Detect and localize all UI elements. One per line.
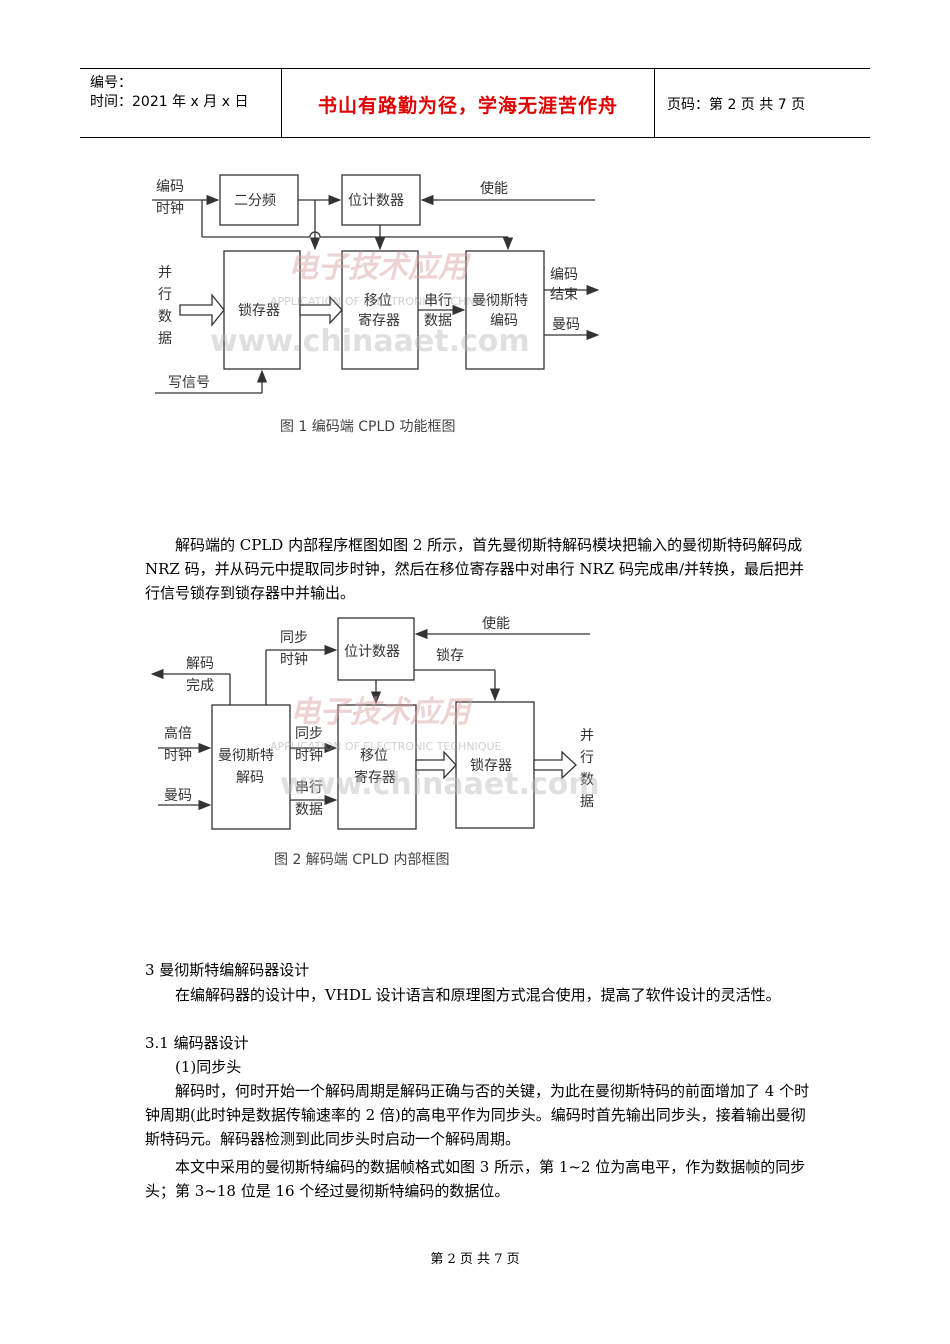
fig2-serial-1: 串行 — [295, 780, 323, 796]
section-title: 3 曼彻斯特编解码器设计 — [145, 961, 310, 979]
fig1-shift-2: 寄存器 — [358, 312, 400, 329]
bit-counter-box — [341, 174, 421, 226]
fig1-divider-label: 二分频 — [234, 193, 276, 209]
figure-2-block-diagram: 同步 时钟 位计数器 使能 解码 完成 锁存 高倍 时钟 曼彻斯特 解码 同步 … — [150, 615, 600, 868]
page-label: 页码：第 2 页 共 7 页 — [667, 97, 806, 113]
watermark-brand-cn: 电子技术应用 — [288, 250, 472, 285]
item-title: (1)同步头 — [175, 1058, 242, 1076]
fig2-latch-signal: 锁存 — [436, 648, 464, 664]
manchester-encoder-box — [465, 250, 545, 370]
paragraph-2: 在编解码器的设计中，VHDL 设计语言和原理图方式混合使用，提高了软件设计的灵活… — [175, 986, 781, 1004]
fig1-parallel-4: 据 — [158, 331, 172, 347]
fig2-out-2: 行 — [580, 750, 594, 766]
fig2-high-clock-1: 高倍 — [164, 725, 192, 742]
fig2-manchester-decoder-box — [211, 704, 291, 830]
fig1-shift-1: 移位 — [364, 293, 392, 309]
fig2-sync-clock-2: 时钟 — [280, 651, 308, 668]
fig1-enc-done-2: 结束 — [550, 287, 578, 303]
header-motto-cell: 书山有路勤为径，学海无涯苦作舟 — [282, 69, 655, 137]
fig2-out-4: 据 — [580, 794, 594, 810]
fig2-shift-2: 寄存器 — [354, 769, 396, 786]
fig1-encode-clock-2: 时钟 — [156, 200, 184, 217]
watermark-url-2: www.chinaaet.com — [280, 767, 600, 802]
fig1-parallel-2: 行 — [158, 287, 172, 303]
watermark-logo-1: 电子技术应用 APPLICATION OF ELECTRONIC TECHNIQ… — [210, 250, 530, 359]
page-header: 编号： 时间：2021 年 x 月 x 日 书山有路勤为径，学海无涯苦作舟 页码… — [80, 68, 870, 138]
time-label: 时间：2021 年 x 月 x 日 — [90, 94, 249, 110]
fig2-decode-done-1: 解码 — [186, 656, 214, 672]
fig1-encode-clock-1: 编码 — [156, 179, 184, 195]
watermark-url: www.chinaaet.com — [210, 324, 530, 359]
figure-1-caption: 图 1 编码端 CPLD 功能框图 — [280, 419, 456, 435]
fig2-manchester-dec-2: 解码 — [236, 770, 264, 786]
watermark-brand-en: APPLICATION OF ELECTRONIC TECHNIQUE — [270, 295, 502, 308]
watermark-logo-2: 电子技术应用 APPLICATION OF ELECTRONIC TECHNIQ… — [270, 695, 600, 802]
header-page-cell: 页码：第 2 页 共 7 页 — [655, 69, 870, 137]
page-footer: 第 2 页 共 7 页 — [430, 1252, 520, 1267]
fig1-enable-label: 使能 — [480, 180, 508, 197]
paragraph-3: 解码时，何时开始一个解码周期是解码正确与否的关键，为此在曼彻斯特码的前面增加了 … — [145, 1082, 810, 1148]
fig1-serial-2: 数据 — [424, 313, 452, 329]
fig1-manchester-2: 编码 — [490, 313, 518, 329]
fig2-sync-clock-1: 同步 — [280, 630, 308, 646]
fig2-serial-2: 数据 — [295, 802, 323, 818]
header-meta-cell: 编号： 时间：2021 年 x 月 x 日 — [80, 69, 282, 137]
fig2-decode-done-2: 完成 — [186, 678, 214, 694]
fig1-manchester-code: 曼码 — [552, 317, 580, 333]
fig2-manchester-dec-1: 曼彻斯特 — [218, 748, 274, 764]
code-label: 编号： — [90, 75, 132, 91]
fig2-high-clock-2: 时钟 — [164, 747, 192, 764]
fig1-manchester-1: 曼彻斯特 — [472, 293, 528, 309]
figure-2-caption: 图 2 解码端 CPLD 内部框图 — [274, 852, 450, 868]
fig2-out-1: 并 — [580, 728, 594, 744]
fig2-bit-counter-label: 位计数器 — [344, 644, 400, 660]
fig1-bit-counter-label: 位计数器 — [348, 193, 404, 209]
subsection-title: 3.1 编码器设计 — [145, 1034, 249, 1052]
fig1-enc-done-1: 编码 — [550, 267, 578, 283]
motto: 书山有路勤为径，学海无涯苦作舟 — [317, 95, 618, 117]
fig1-write-signal: 写信号 — [168, 375, 210, 391]
paragraph-4: 本文中采用的曼彻斯特编码的数据帧格式如图 3 所示，第 1~2 位为高电平，作为… — [145, 1158, 806, 1200]
fig2-inner-sync-1: 同步 — [295, 726, 323, 742]
paragraph-1: 解码端的 CPLD 内部程序框图如图 2 所示，首先曼彻斯特解码模块把输入的曼彻… — [145, 536, 805, 602]
fig1-parallel-3: 数 — [158, 309, 172, 325]
fig2-latch-label: 锁存器 — [470, 758, 512, 774]
figure-1-block-diagram: 编码 时钟 二分频 位计数器 使能 并 行 数 据 锁存器 移位 寄存器 串行 … — [152, 174, 600, 435]
fig2-out-3: 数 — [580, 772, 594, 788]
fig2-shift-1: 移位 — [360, 748, 388, 764]
fig1-serial-1: 串行 — [424, 293, 452, 309]
watermark-brand-cn-2: 电子技术应用 — [290, 695, 474, 730]
fig2-enable-label: 使能 — [482, 615, 510, 632]
fig2-inner-sync-2: 时钟 — [295, 747, 323, 764]
fig1-latch-label: 锁存器 — [238, 303, 280, 319]
fig2-manchester-code: 曼码 — [164, 788, 192, 804]
fig1-parallel-1: 并 — [158, 265, 172, 281]
watermark-brand-en-2: APPLICATION OF ELECTRONIC TECHNIQUE — [270, 740, 502, 753]
